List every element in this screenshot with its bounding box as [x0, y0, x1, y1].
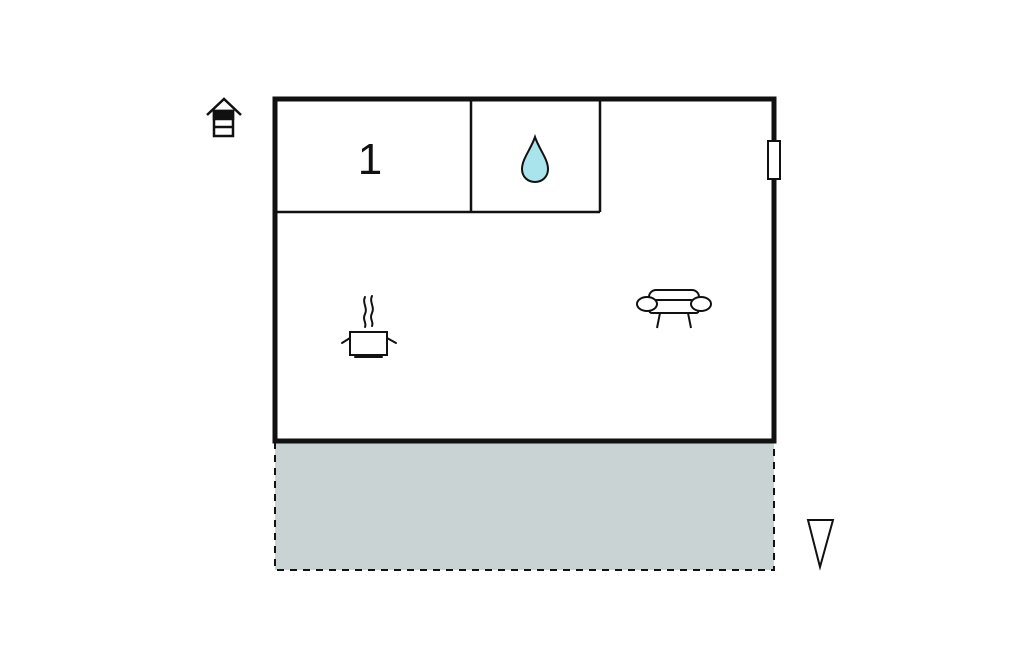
sofa-icon	[636, 289, 712, 329]
window-icon	[767, 140, 781, 180]
house-outer-walls	[272, 96, 777, 444]
house-level-icon	[206, 97, 242, 138]
inner-walls	[275, 99, 602, 214]
north-arrow-icon	[806, 519, 835, 571]
terrace-area	[274, 440, 775, 571]
cooking-pot-icon	[341, 295, 397, 358]
bedroom-number: 1	[358, 135, 382, 184]
water-drop-icon	[520, 133, 550, 184]
